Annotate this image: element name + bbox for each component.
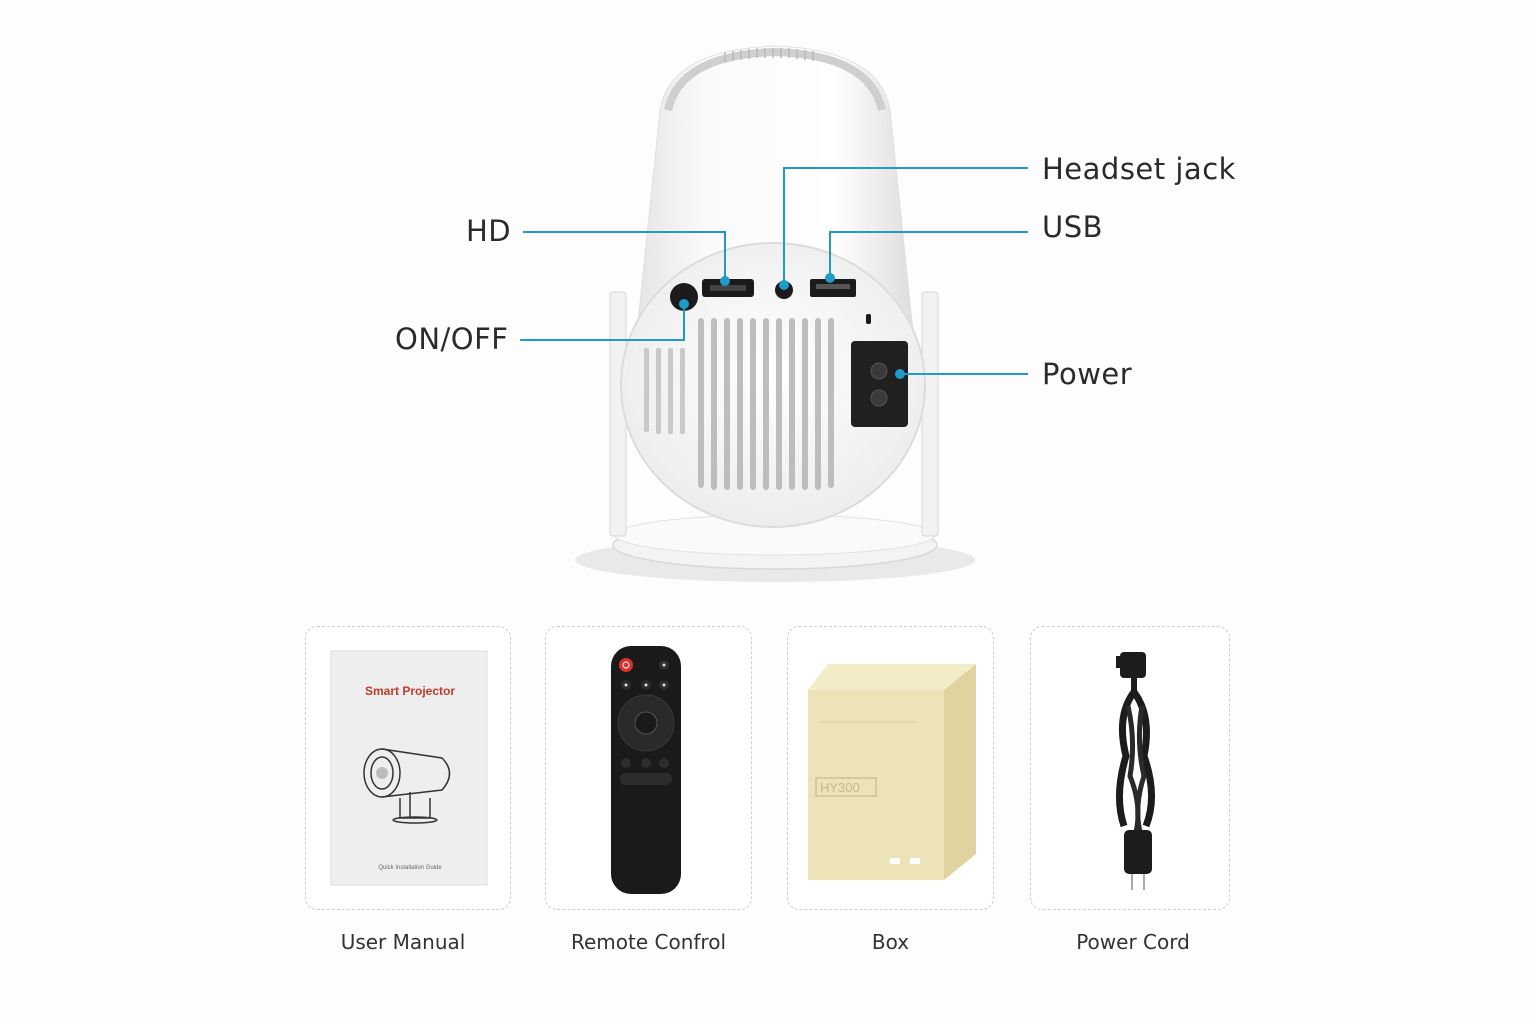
hd-label: HD bbox=[466, 214, 512, 248]
box-model-text: HY300 bbox=[820, 780, 860, 795]
booklet-title: Smart Projector bbox=[364, 684, 456, 698]
onoff-callout-dot bbox=[679, 299, 689, 309]
power-cord-caption: Power Cord bbox=[1076, 930, 1190, 954]
hd-callout-dot bbox=[720, 276, 730, 286]
power-callout-dot bbox=[895, 369, 905, 379]
power-button bbox=[670, 283, 698, 311]
headset-callout-line bbox=[783, 167, 1028, 290]
usb-label: USB bbox=[1042, 210, 1104, 244]
stand-arm-right bbox=[921, 291, 939, 537]
headset-callout-dot bbox=[779, 280, 789, 290]
remote-control-icon bbox=[611, 646, 681, 894]
power-cord-icon bbox=[1115, 652, 1156, 890]
box-caption: Box bbox=[871, 930, 910, 954]
main-vents bbox=[698, 318, 834, 490]
usb-callout-dot bbox=[825, 273, 835, 283]
side-vents bbox=[644, 348, 685, 434]
indicator-led bbox=[866, 314, 871, 324]
projector-illustration bbox=[520, 45, 1028, 582]
usb-callout-line bbox=[829, 231, 1028, 280]
user-manual-caption: User Manual bbox=[340, 930, 466, 954]
booklet-footer: Quick Installation Guide bbox=[378, 865, 442, 871]
onoff-callout-line bbox=[520, 302, 685, 341]
headset-jack-label: Headset jack bbox=[1042, 152, 1236, 186]
hd-callout-line bbox=[523, 231, 726, 280]
box-icon: HY300 bbox=[808, 664, 976, 880]
power-socket bbox=[851, 341, 908, 427]
user-manual-icon bbox=[330, 650, 488, 886]
power-label: Power bbox=[1042, 357, 1133, 391]
onoff-label: ON/OFF bbox=[395, 322, 509, 356]
top-grille bbox=[724, 48, 814, 62]
remote-control-caption: Remote Confrol bbox=[570, 930, 727, 954]
rear-panel bbox=[620, 242, 926, 528]
